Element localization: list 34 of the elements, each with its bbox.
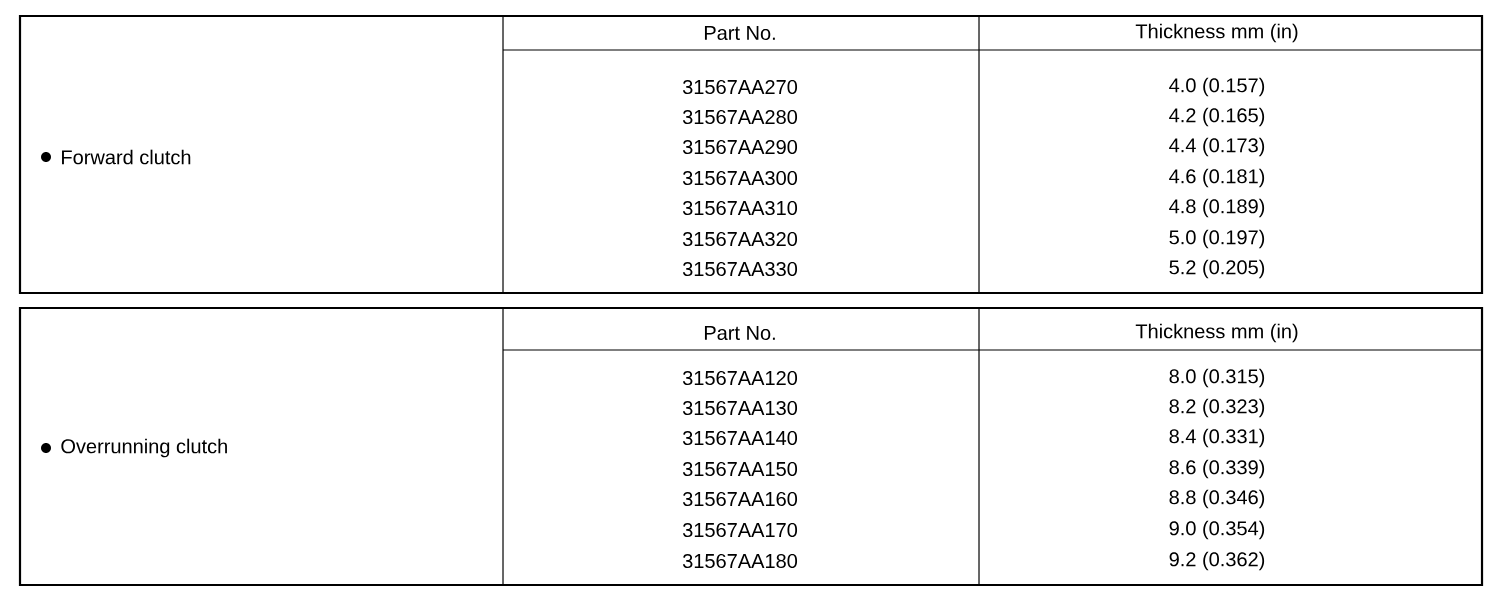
table-cell: 8.2 (0.323) xyxy=(1169,398,1265,418)
table-cell: 4.4 (0.173) xyxy=(1169,137,1265,157)
table-cell: 31567AA140 xyxy=(682,430,798,446)
header-cell: Part No. xyxy=(704,326,775,340)
table-cell: 31567AA160 xyxy=(682,491,798,507)
table-cell: 31567AA280 xyxy=(682,109,798,125)
table-cell: 31567AA170 xyxy=(682,522,798,538)
table-cell: 9.2 (0.362) xyxy=(1169,551,1265,571)
header-cell: Part No. xyxy=(704,26,775,40)
table-cell: 5.2 (0.205) xyxy=(1169,259,1265,279)
table-cell: 8.4 (0.331) xyxy=(1169,428,1265,448)
table-cell: 31567AA330 xyxy=(682,261,798,277)
table-cell: 8.6 (0.339) xyxy=(1169,459,1265,479)
table-cell: 5.0 (0.197) xyxy=(1169,229,1265,249)
table-cell: 8.8 (0.346) xyxy=(1169,489,1265,509)
header-cell: Thickness mm (in) xyxy=(1135,23,1298,43)
table-cell: 31567AA130 xyxy=(682,400,798,416)
table-cell: 8.0 (0.315) xyxy=(1169,368,1265,388)
row-label: Overrunning clutch xyxy=(41,438,227,458)
table-cell: 31567AA300 xyxy=(682,170,798,186)
table-cell: 9.0 (0.354) xyxy=(1169,520,1265,540)
table-cell: 31567AA310 xyxy=(682,200,798,216)
table-cell: 31567AA290 xyxy=(682,139,798,155)
table-cell: 31567AA320 xyxy=(682,231,798,247)
table-cell: 4.8 (0.189) xyxy=(1169,198,1265,218)
table-cell: 31567AA180 xyxy=(682,553,798,569)
header-cell: Thickness mm (in) xyxy=(1135,323,1298,343)
table-cell: 4.2 (0.165) xyxy=(1169,107,1265,127)
table-cell: 31567AA270 xyxy=(682,79,798,95)
table-cell: 31567AA150 xyxy=(682,461,798,477)
table-cell: 4.6 (0.181) xyxy=(1169,168,1265,188)
table-cell: 31567AA120 xyxy=(682,370,798,386)
table-cell: 4.0 (0.157) xyxy=(1169,77,1265,97)
row-label: Forward clutch xyxy=(41,149,191,165)
